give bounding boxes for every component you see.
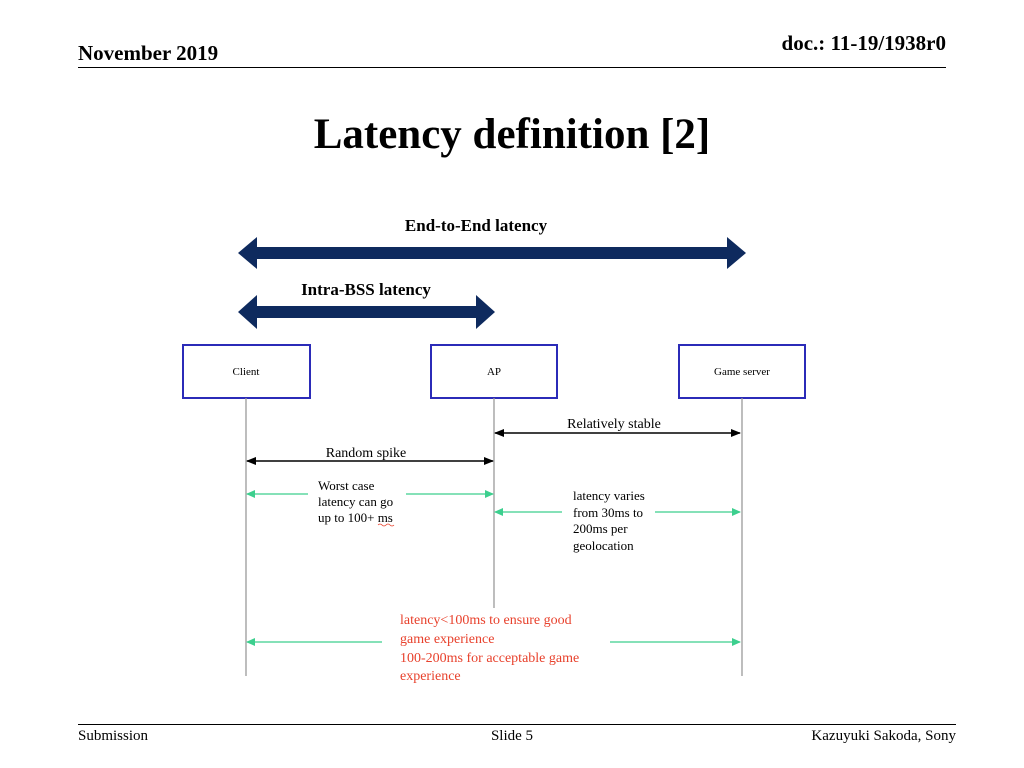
- requirement-line-2: game experience: [400, 632, 494, 647]
- intra-bss-label: Intra-BSS latency: [301, 280, 431, 299]
- latency-varies-line-4: geolocation: [573, 538, 634, 553]
- client-node: Client: [182, 344, 311, 399]
- end-to-end-arrow: [238, 237, 746, 269]
- latency-diagram: End-to-End latency Intra-BSS latency Cli…: [182, 216, 806, 684]
- header-doc-id: doc.: 11-19/1938r0: [781, 31, 946, 55]
- ap-node: AP: [430, 344, 558, 399]
- requirement-text: latency<100ms to ensure good game experi…: [400, 613, 583, 684]
- worst-case-line-2: latency can go: [318, 494, 393, 509]
- end-to-end-label: End-to-End latency: [405, 216, 548, 235]
- latency-varies-line-1: latency varies: [573, 488, 645, 503]
- requirement-line-4: experience: [400, 669, 461, 684]
- footer-slide-number: Slide 5: [490, 728, 534, 744]
- spellcheck-underline: [377, 523, 395, 527]
- intra-bss-arrow: [238, 295, 495, 329]
- relatively-stable-label: Relatively stable: [567, 417, 661, 432]
- header-date: November 2019: [78, 41, 219, 65]
- latency-varies-line-2: from 30ms to: [573, 505, 643, 520]
- header-divider: [78, 67, 946, 68]
- latency-varies-text: latency varies from 30ms to 200ms per ge…: [573, 488, 648, 553]
- random-spike-label: Random spike: [326, 446, 407, 461]
- ap-label: AP: [487, 366, 501, 378]
- footer-author: Kazuyuki Sakoda, Sony: [811, 728, 956, 744]
- worst-case-line-1: Worst case: [318, 478, 375, 493]
- game-server-node: Game server: [678, 344, 806, 399]
- game-server-label: Game server: [714, 366, 770, 378]
- footer-divider: [78, 724, 956, 725]
- worst-case-text: Worst case latency can go up to 100+ ms: [318, 478, 396, 525]
- slide-title: Latency definition [2]: [313, 111, 711, 158]
- worst-case-line-3: up to 100+ ms: [318, 510, 393, 525]
- requirement-line-3: 100-200ms for acceptable game: [400, 651, 579, 666]
- footer-submission: Submission: [78, 728, 149, 744]
- client-label: Client: [233, 366, 260, 378]
- requirement-line-1: latency<100ms to ensure good: [400, 613, 572, 628]
- latency-varies-line-3: 200ms per: [573, 521, 628, 536]
